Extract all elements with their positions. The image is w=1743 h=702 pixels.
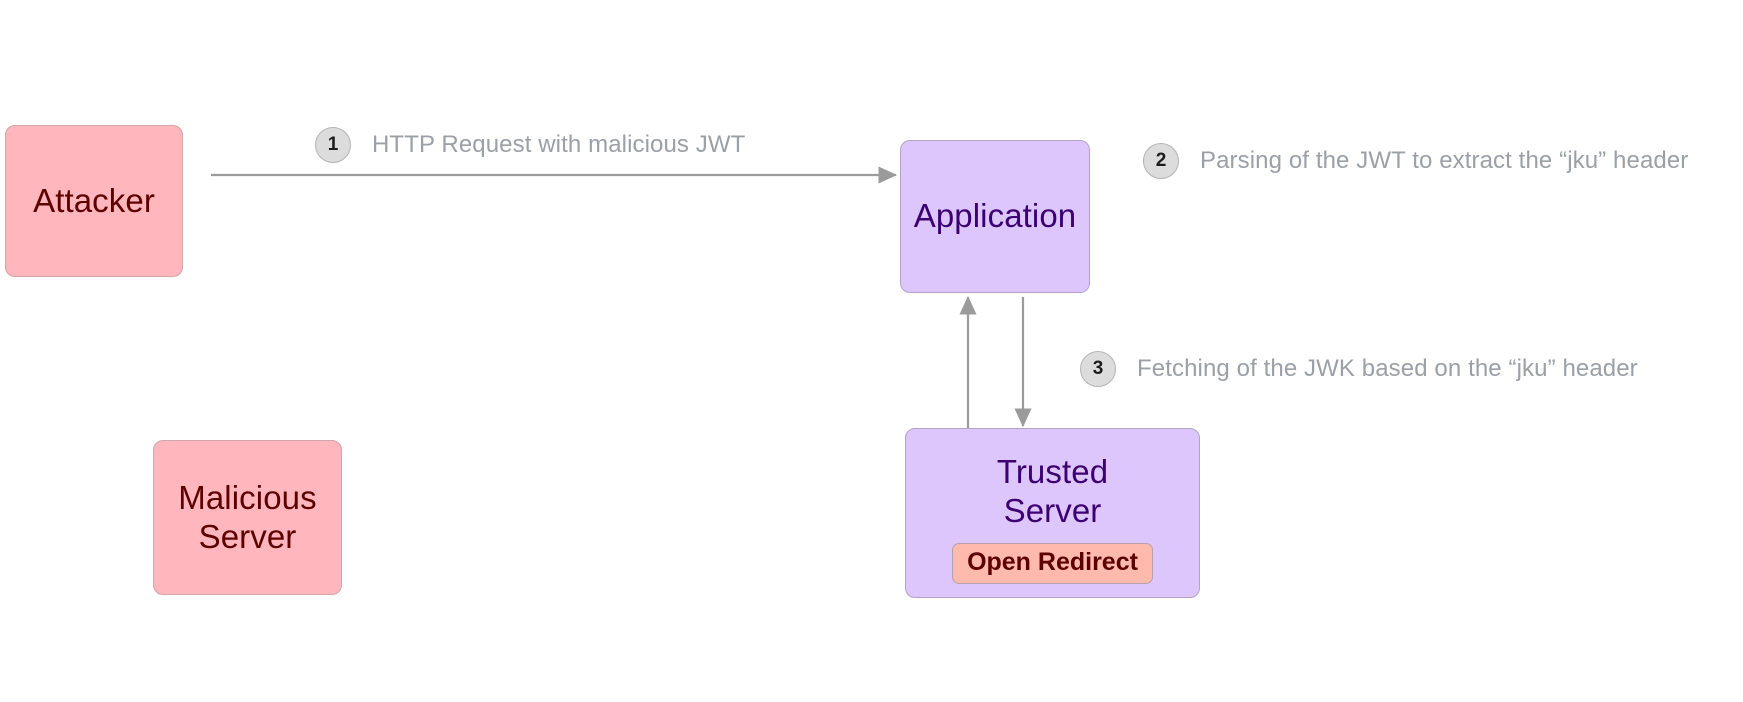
step-3-label: Fetching of the JWK based on the “jku” h… [1137,355,1638,382]
step-1-label: HTTP Request with malicious JWT [372,131,746,158]
node-trusted-server[interactable]: Trusted Server Open Redirect [905,428,1200,598]
step-2-label: Parsing of the JWT to extract the “jku” … [1200,147,1689,174]
step-2-number: 2 [1143,143,1179,179]
step-1: 1 HTTP Request with malicious JWT [315,127,745,163]
node-attacker[interactable]: Attacker [5,125,183,277]
node-application-label: Application [913,197,1077,235]
node-malicious-server[interactable]: Malicious Server [153,440,342,595]
node-malicious-server-label: Malicious Server [178,478,317,555]
step-3-number: 3 [1080,351,1116,387]
step-2: 2 Parsing of the JWT to extract the “jku… [1143,143,1688,179]
node-attacker-label: Attacker [33,181,155,219]
open-redirect-badge[interactable]: Open Redirect [952,542,1153,585]
node-trusted-server-label: Trusted Server [996,453,1109,529]
step-3: 3 Fetching of the JWK based on the “jku”… [1080,351,1638,387]
node-application[interactable]: Application [900,140,1090,293]
step-1-number: 1 [315,127,351,163]
